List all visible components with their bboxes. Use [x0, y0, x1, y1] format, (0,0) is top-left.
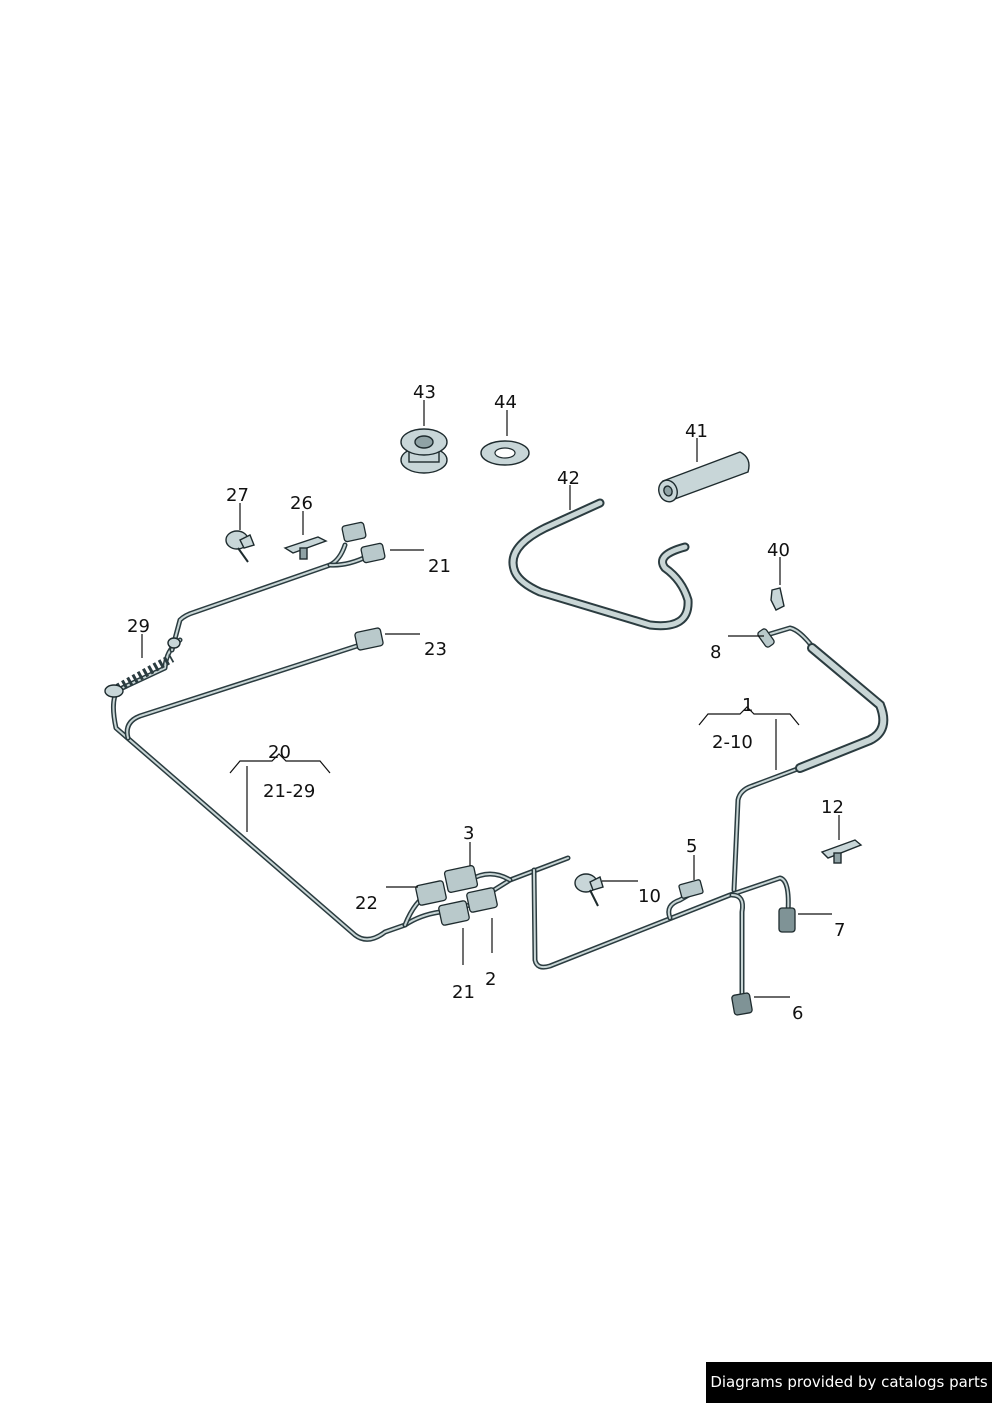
- label-22: 22: [355, 893, 378, 914]
- label-8: 8: [710, 642, 721, 663]
- leader-lines: [141, 400, 840, 998]
- part-40-clip: [770, 587, 785, 611]
- connectors: [341, 521, 796, 1016]
- label-23: 23: [424, 639, 447, 660]
- label-44: 44: [494, 392, 517, 413]
- label-27: 27: [226, 485, 249, 506]
- label-2-10: 2-10: [712, 732, 753, 753]
- label-6: 6: [792, 1003, 803, 1024]
- label-42: 42: [557, 468, 580, 489]
- part-10-clip: [574, 873, 604, 907]
- label-40: 40: [767, 540, 790, 561]
- part-43-grommet: [400, 428, 448, 474]
- part-26-holder: [283, 536, 328, 560]
- label-10: 10: [638, 886, 661, 907]
- part-12-holder: [820, 839, 863, 864]
- label-26: 26: [290, 493, 313, 514]
- label-12: 12: [821, 797, 844, 818]
- harness-20: [104, 542, 408, 942]
- part-42-hose: [508, 498, 693, 631]
- label-7: 7: [834, 920, 845, 941]
- label-41: 41: [685, 421, 708, 442]
- part-labels: 43 44 41 42 27 26 21 40 29 23 8 1 2-10 2…: [127, 382, 845, 1024]
- label-2: 2: [485, 969, 496, 990]
- label-21-top: 21: [428, 556, 451, 577]
- label-29: 29: [127, 616, 150, 637]
- label-43: 43: [413, 382, 436, 403]
- label-21-bottom: 21: [452, 982, 475, 1003]
- label-1: 1: [742, 695, 753, 716]
- label-3: 3: [463, 823, 474, 844]
- label-5: 5: [686, 836, 697, 857]
- credit-banner: Diagrams provided by catalogs parts: [706, 1362, 992, 1403]
- part-44-washer: [480, 440, 530, 466]
- label-20: 20: [268, 742, 291, 763]
- part-41-sleeve: [658, 451, 750, 503]
- part-27-clip: [225, 530, 255, 563]
- harness-1: [402, 625, 889, 1001]
- label-21-29: 21-29: [263, 781, 315, 802]
